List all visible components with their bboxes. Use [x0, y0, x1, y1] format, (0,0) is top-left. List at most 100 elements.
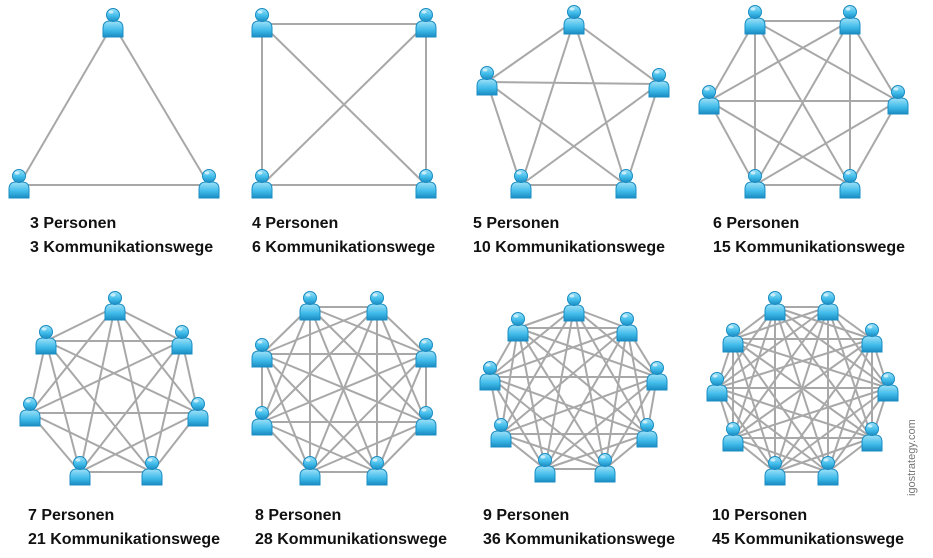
persons-label-10: 10 Personen	[712, 507, 808, 524]
network-8-persons	[251, 291, 437, 486]
person-icon	[8, 169, 30, 199]
person-icon	[104, 291, 126, 321]
communication-edge	[489, 307, 575, 378]
communication-edge	[732, 338, 873, 439]
person-icon	[141, 456, 163, 486]
person-icon	[563, 5, 585, 35]
communication-edge	[79, 412, 199, 473]
network-7-persons	[19, 291, 209, 486]
persons-label-9: 9 Personen	[483, 507, 570, 524]
person-icon	[171, 325, 193, 355]
communication-edge	[151, 340, 183, 473]
ways-label-7: 21 Kommunikationswege	[28, 531, 221, 548]
person-icon	[415, 338, 437, 368]
person-icon	[744, 169, 766, 199]
person-icon	[251, 8, 273, 38]
communication-edge	[45, 340, 81, 473]
communication-edge	[261, 353, 311, 473]
communication-edge	[708, 20, 851, 102]
person-icon	[861, 422, 883, 452]
communication-edge	[114, 306, 183, 342]
communication-edge	[29, 340, 183, 414]
network-5-persons	[476, 5, 670, 199]
person-icon	[490, 418, 512, 448]
communication-edge	[261, 23, 427, 186]
communication-edge	[309, 306, 427, 423]
communication-edge	[517, 327, 648, 435]
communication-edge	[849, 100, 899, 186]
person-icon	[198, 169, 220, 199]
communication-edges	[18, 23, 210, 186]
communication-edge	[774, 387, 889, 473]
communication-edge	[626, 327, 648, 435]
communication-edge	[708, 100, 756, 186]
person-icon	[722, 422, 744, 452]
communication-edge	[261, 353, 427, 423]
persons-label-6: 6 Personen	[713, 215, 800, 232]
person-icon	[366, 291, 388, 321]
person-icon	[594, 453, 616, 483]
communication-edge	[774, 338, 873, 473]
ways-label-10: 45 Kommunikationswege	[712, 531, 905, 548]
communication-edge	[79, 306, 116, 473]
person-icon	[563, 292, 585, 322]
communication-edge	[309, 421, 427, 473]
communication-edge	[309, 353, 427, 473]
communication-edge	[625, 83, 660, 186]
ways-label-3: 3 Kommunikationswege	[30, 239, 214, 256]
communication-edge	[544, 433, 648, 470]
person-icon	[102, 8, 124, 38]
communication-edge	[732, 338, 776, 473]
communication-edge	[489, 376, 648, 435]
communication-edge	[716, 387, 873, 439]
person-icon	[722, 323, 744, 353]
communication-edge	[261, 353, 378, 473]
communication-edge	[573, 307, 606, 470]
communication-edge	[500, 376, 658, 435]
communication-edge	[716, 338, 873, 389]
communication-edge	[827, 387, 889, 473]
person-icon	[764, 291, 786, 321]
communication-edge	[732, 387, 889, 439]
communication-edge	[520, 83, 660, 186]
communication-edge	[261, 306, 378, 423]
communication-edge	[520, 20, 575, 186]
person-icon	[646, 361, 668, 391]
communication-edge	[45, 340, 153, 473]
communication-edge	[732, 437, 829, 473]
communication-edge	[732, 338, 889, 389]
network-6-persons	[698, 5, 909, 199]
communication-edge	[79, 340, 183, 473]
persons-label-3: 3 Personen	[30, 215, 117, 232]
communication-edge	[544, 376, 658, 470]
communication-edge	[261, 421, 378, 473]
communication-edge	[716, 387, 776, 473]
communication-edge	[708, 100, 851, 186]
communication-edge	[29, 412, 153, 473]
person-icon	[251, 338, 273, 368]
person-icon	[251, 169, 273, 199]
communication-edge	[544, 307, 575, 470]
person-icon	[877, 372, 899, 402]
communication-edges	[261, 23, 427, 186]
communication-edge	[500, 433, 606, 470]
person-icon	[636, 418, 658, 448]
person-icon	[706, 372, 728, 402]
communication-edge	[486, 81, 522, 186]
person-icon	[839, 5, 861, 35]
communication-edge	[486, 81, 660, 85]
person-icon	[415, 406, 437, 436]
communication-edge	[517, 327, 658, 378]
communication-edge	[732, 338, 829, 473]
watermark-text: igostrategy.com	[906, 419, 918, 496]
network-9-persons	[479, 292, 668, 483]
communication-edge	[774, 306, 889, 389]
communication-edge	[544, 327, 628, 470]
communication-edge	[573, 20, 627, 186]
person-icon	[861, 323, 883, 353]
person-icon	[299, 456, 321, 486]
person-icon	[615, 169, 637, 199]
person-icon	[251, 406, 273, 436]
network-4-persons	[251, 8, 437, 199]
